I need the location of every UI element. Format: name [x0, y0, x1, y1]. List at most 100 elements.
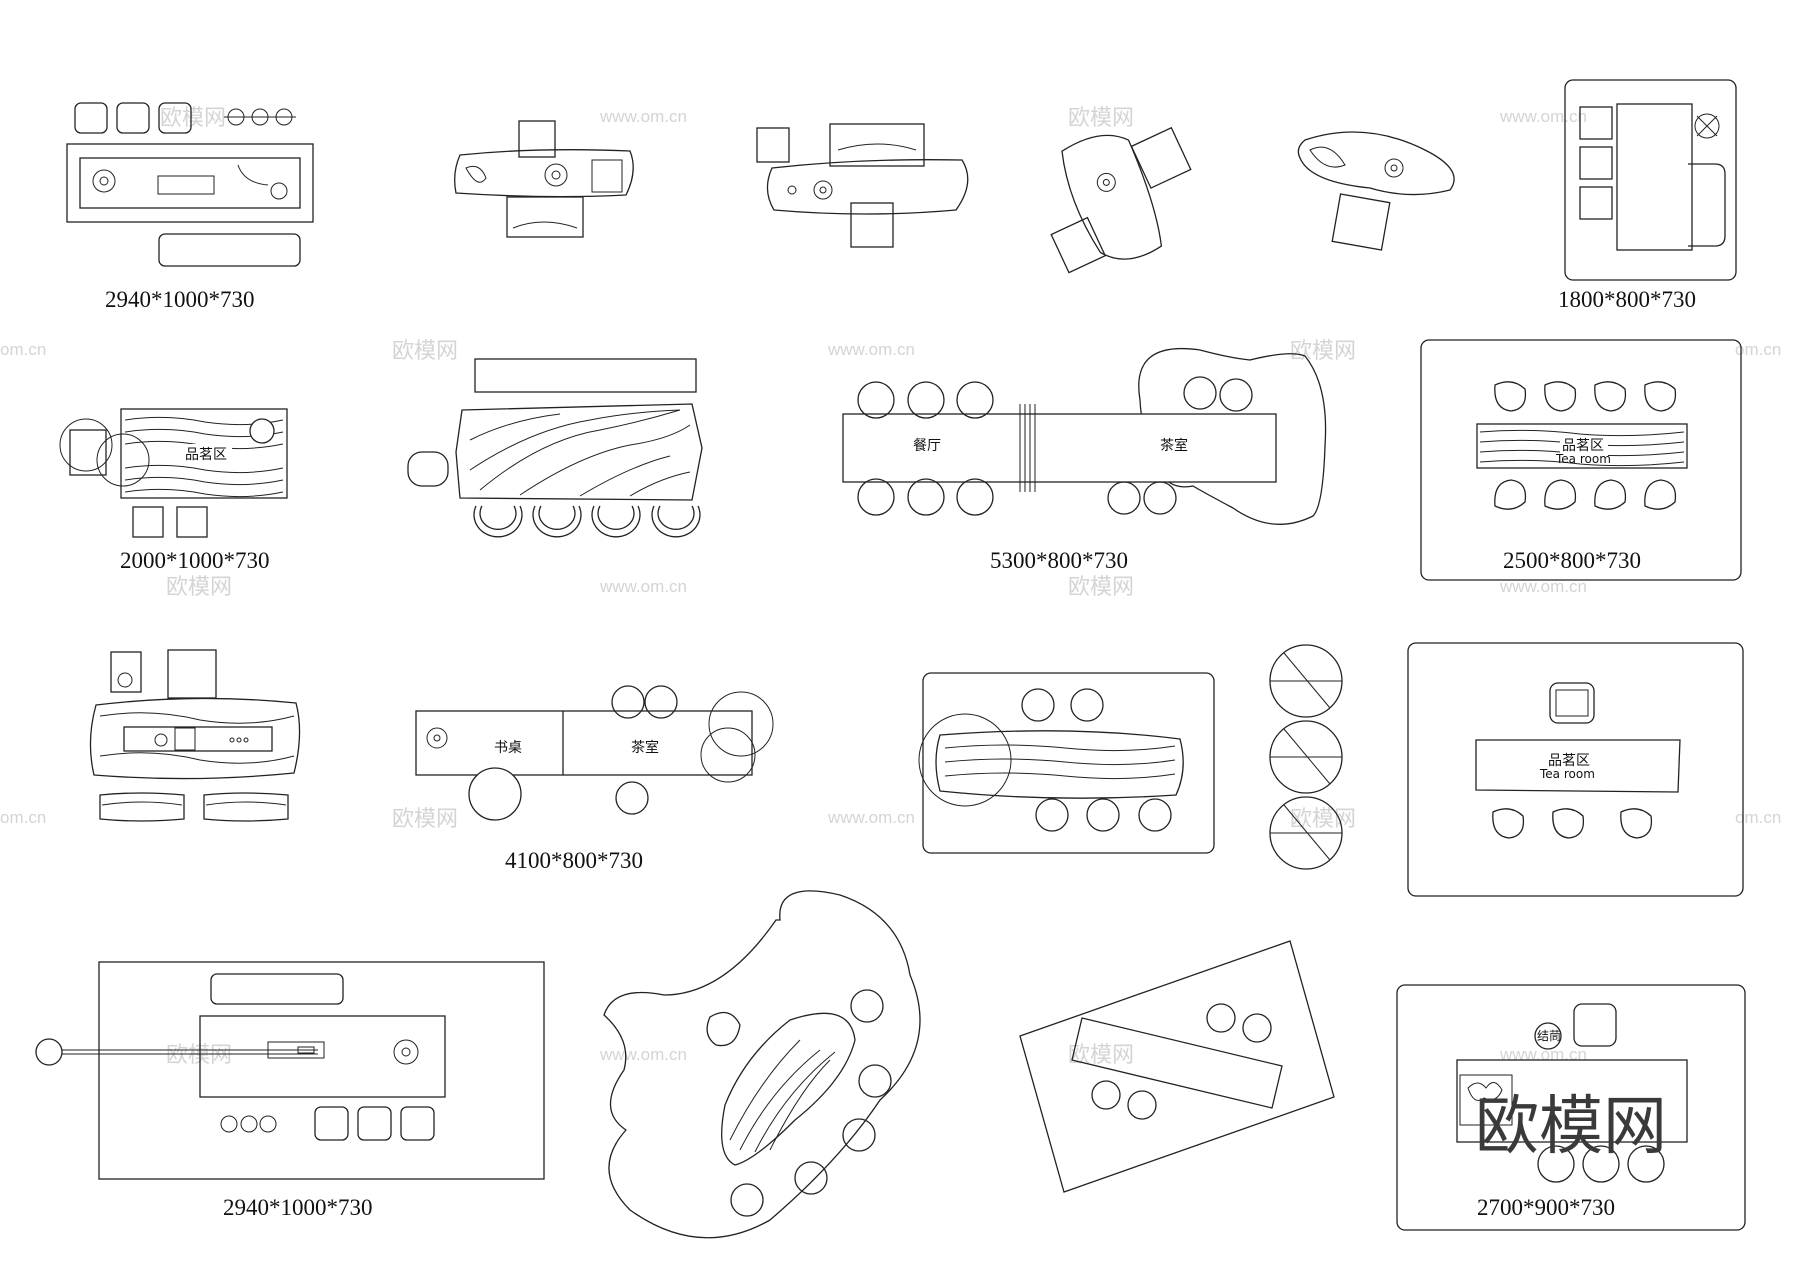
watermark-url: om.cn — [0, 808, 46, 827]
slab-table-shape — [721, 1012, 856, 1166]
organic-rug-shape — [603, 890, 921, 1239]
table-shape — [199, 1015, 446, 1098]
tea-table-plan-14 — [1269, 644, 1343, 870]
watermark-layer: 欧模网 www.om.cn 欧模网 www.om.cn om.cn 欧模网 ww… — [0, 106, 1781, 1068]
wood-grain-shape — [99, 712, 295, 764]
label-backdrop — [1560, 437, 1608, 459]
small-label: 结茼 — [1537, 1029, 1561, 1043]
chair-shape — [1130, 126, 1192, 189]
tea-table-plan-10: 品茗区 Tea room 2500*800*730 — [1420, 339, 1742, 581]
chair-shape — [518, 120, 556, 158]
dimension-label: 2500*800*730 — [1503, 548, 1641, 573]
chair-shape — [1573, 1003, 1617, 1047]
tea-table-plan-18 — [1019, 940, 1335, 1193]
dimension-label: 2940*1000*730 — [223, 1195, 373, 1220]
watermark-url: www.om.cn — [827, 340, 915, 359]
watermark-url: om.cn — [0, 340, 46, 359]
slab-table-shape — [935, 730, 1184, 799]
area-label: 品茗区 — [185, 447, 227, 463]
appliance-shape — [110, 651, 142, 693]
stool-shape — [116, 102, 150, 134]
plant-shape — [1459, 1074, 1513, 1126]
wood-grain-shape — [729, 1039, 836, 1153]
stool-shape — [644, 685, 678, 719]
frame-shape — [922, 672, 1215, 854]
stool-shape — [1537, 1145, 1665, 1183]
slab-table-shape — [454, 149, 634, 198]
bench-shape — [203, 792, 289, 822]
tea-table-plan-19: 结茼 欧模网 2700*900*730 — [1396, 984, 1746, 1231]
stool-shape — [132, 506, 164, 538]
watermark-text: 欧模网 — [1290, 807, 1356, 832]
area-label: 品茗区 — [1562, 438, 1604, 454]
stool-shape — [1091, 1003, 1272, 1120]
tea-table-plan-2 — [454, 120, 634, 238]
stool-shape — [730, 989, 892, 1217]
burner-icon — [220, 1115, 277, 1133]
watermark-text: 欧模网 — [166, 1043, 232, 1068]
watermark-text: 欧模网 — [392, 339, 458, 364]
watermark-text: 欧模网 — [1068, 106, 1134, 131]
dimension-label: 2000*1000*730 — [120, 548, 270, 573]
chair-shape — [1050, 216, 1107, 274]
bench-shape — [474, 358, 697, 393]
table-shape — [66, 143, 314, 223]
slab-table-shape — [455, 403, 703, 501]
table-shape — [842, 413, 1277, 483]
watermark-url: www.om.cn — [599, 107, 687, 126]
table-shape — [415, 710, 753, 776]
dimension-label: 2700*900*730 — [1477, 1195, 1615, 1220]
stool-shape — [706, 1011, 741, 1047]
stool-shape — [357, 1106, 392, 1141]
tea-table-plan-12: 书桌 茶室 4100*800*730 — [415, 685, 774, 873]
watermark-url: www.om.cn — [1499, 107, 1587, 126]
wood-grain-shape — [469, 409, 691, 497]
tea-table-plan-1: 2940*1000*730 — [66, 102, 314, 312]
table-top-shape — [79, 157, 301, 209]
watermark-text: 欧模网 — [160, 106, 226, 131]
watermark-url: om.cn — [1735, 340, 1781, 359]
tea-table-plan-16: 2940*1000*730 — [35, 961, 545, 1220]
tea-table-plan-15: 品茗区 Tea room — [1407, 642, 1744, 897]
stool-shape — [314, 1106, 349, 1141]
chair-shape — [850, 202, 894, 248]
frame-shape — [1564, 79, 1737, 281]
tea-table-plan-3 — [756, 123, 969, 248]
organic-rug-shape — [1138, 348, 1327, 525]
divider-shape — [1019, 404, 1036, 492]
stool-shape — [1579, 146, 1613, 180]
tea-table-plan-8 — [407, 358, 703, 538]
tea-table-plan-7: 品茗区 2000*1000*730 — [59, 408, 288, 573]
wood-grain-shape — [944, 744, 1176, 780]
watermark-url: www.om.cn — [599, 577, 687, 596]
watermark-text: 欧模网 — [1068, 575, 1134, 600]
table-shape — [1476, 423, 1688, 469]
chair-shape — [167, 649, 217, 699]
tea-table-plan-4 — [1050, 126, 1192, 274]
frame-shape — [1019, 940, 1335, 1193]
slab-table-shape — [1297, 131, 1455, 196]
burner-icon — [224, 108, 296, 126]
table-shape — [1475, 739, 1681, 793]
bench-shape — [158, 233, 301, 267]
watermark-url: om.cn — [1735, 808, 1781, 827]
stool-shape — [74, 102, 108, 134]
stool-shape — [756, 127, 790, 163]
tea-table-plan-6: 1800*800*730 — [1558, 79, 1737, 312]
chair-shape — [1494, 381, 1677, 510]
stool-shape — [1579, 106, 1613, 140]
watermark-text: 欧模网 — [392, 807, 458, 832]
slab-table-shape — [89, 697, 301, 780]
stool-shape — [1021, 688, 1172, 832]
stool-shape — [69, 429, 107, 476]
dimension-label: 1800*800*730 — [1558, 287, 1696, 312]
table-shape — [1071, 1017, 1283, 1109]
dimension-label: 2940*1000*730 — [105, 287, 255, 312]
frame-shape — [1407, 642, 1744, 897]
bench-shape — [99, 792, 185, 822]
chair-shape — [1549, 682, 1595, 724]
frame-shape — [98, 961, 545, 1180]
sink-icon — [1694, 113, 1720, 139]
watermark-text: 欧模网 — [1290, 339, 1356, 364]
